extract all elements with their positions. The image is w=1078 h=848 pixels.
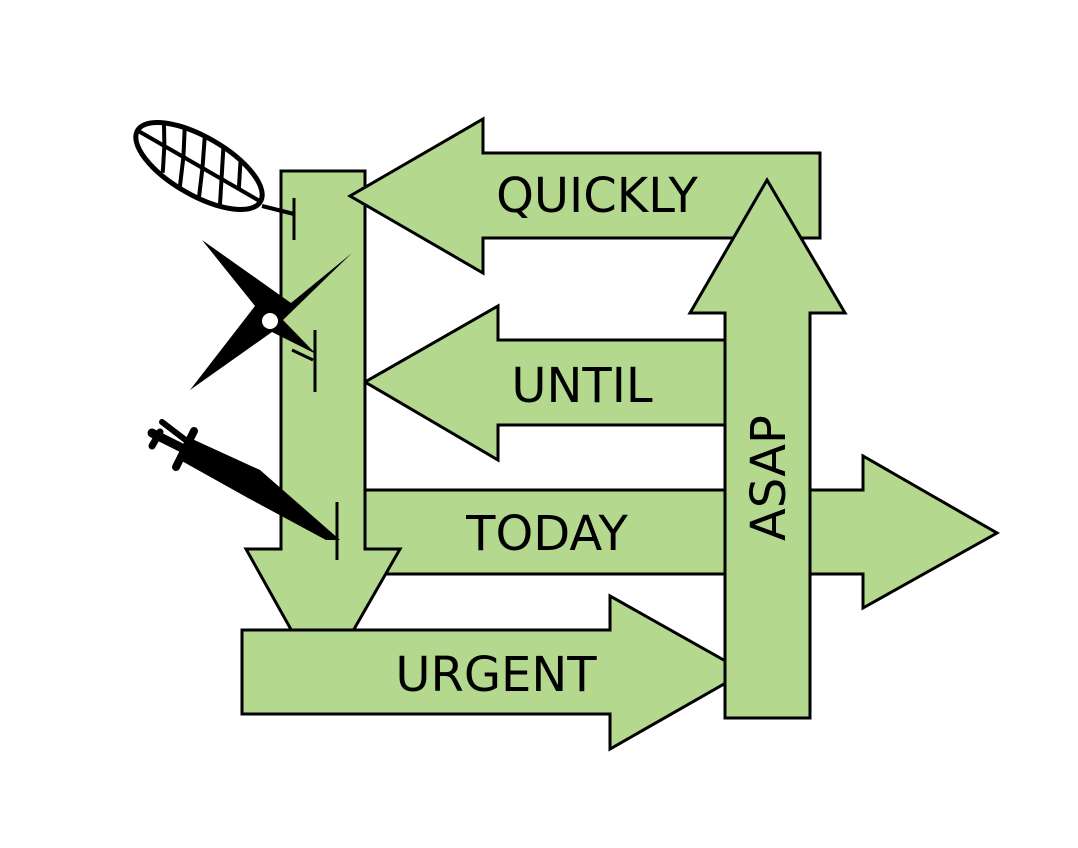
dagger-icon [147,419,340,560]
today-arrow-shape [343,453,1001,611]
asap-arrow [687,177,848,720]
until-arrow [362,303,727,463]
today-arrow [343,453,1001,611]
asap-label: ASAP [741,415,797,541]
quickly-label: QUICKLY [496,168,698,224]
today-label: TODAY [465,506,628,562]
until-label: UNTIL [511,358,653,414]
urgent-arrow-shape [240,593,749,752]
down-arrow-shape [243,169,403,689]
shuriken-icon [190,240,352,392]
asap-arrow-shape [687,177,848,720]
urgent-label: URGENT [395,647,597,703]
down-arrow [243,169,403,689]
until-arrow-shape [362,303,727,463]
urgent-arrow [240,593,749,752]
leaf-icon [133,120,296,240]
